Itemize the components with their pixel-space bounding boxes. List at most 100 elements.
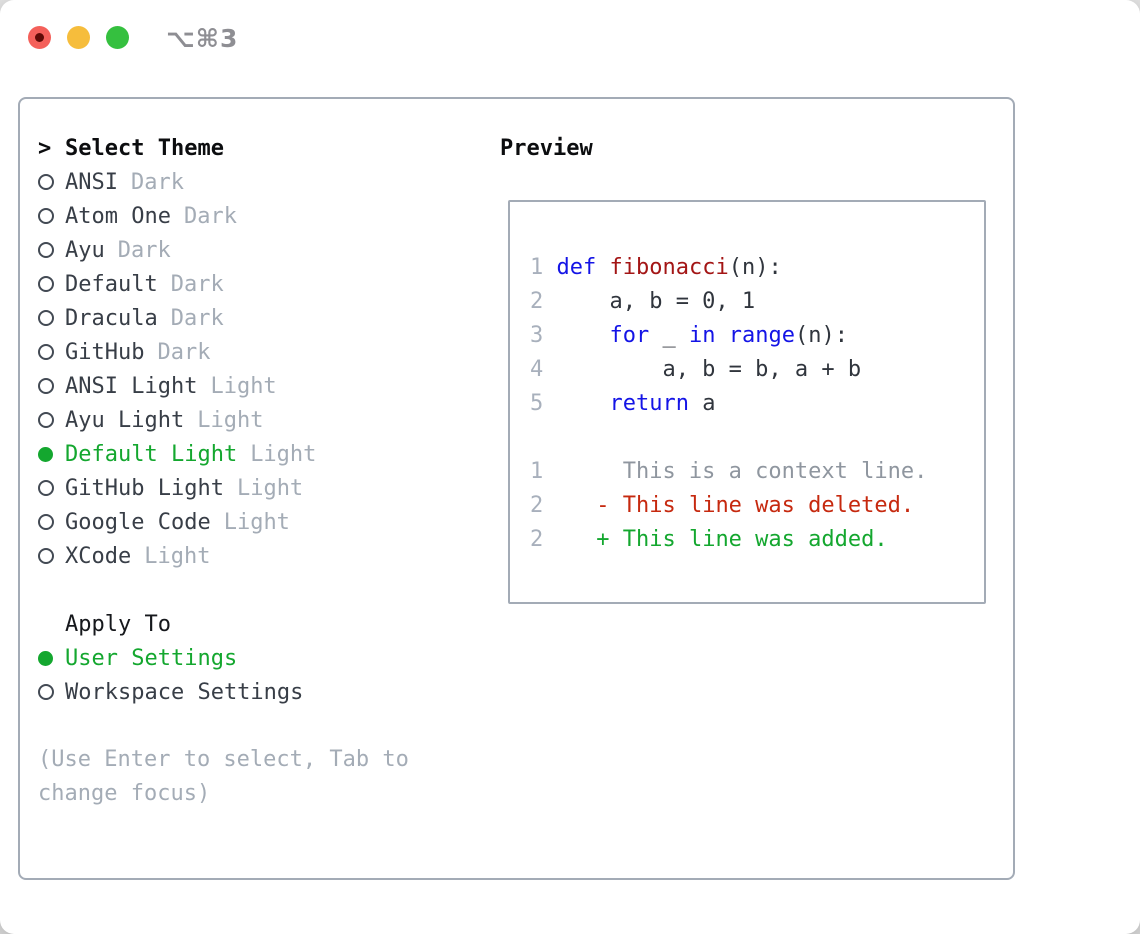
theme-name: GitHub	[65, 339, 145, 365]
code-token: a, b = b, a + b	[556, 357, 862, 382]
code-line: 5 return a	[530, 387, 984, 421]
code-token: This is a context line.	[556, 459, 928, 484]
radio-unselected-icon	[38, 208, 65, 224]
code-token	[556, 527, 596, 552]
line-number: 2	[530, 527, 544, 552]
line-number: 5	[530, 391, 544, 416]
code-token	[715, 323, 728, 348]
theme-name: GitHub Light	[65, 475, 224, 501]
theme-variant: Dark	[183, 203, 237, 229]
theme-option-xcode[interactable]: XCode Light	[38, 539, 488, 573]
theme-option-google-code[interactable]: Google Code Light	[38, 505, 488, 539]
code-token: - This line was deleted.	[596, 493, 915, 518]
theme-option-default-light[interactable]: Default Light Light	[38, 437, 488, 471]
theme-name: Dracula	[65, 305, 158, 331]
select-theme-header: > Select Theme	[38, 131, 488, 165]
apply-option-workspace-settings[interactable]: Workspace Settings	[38, 675, 488, 709]
minimize-button[interactable]	[67, 26, 90, 49]
preview-title: Preview	[500, 136, 593, 161]
title-bar: ⌥⌘3	[0, 0, 1140, 76]
code-token: range	[728, 323, 795, 348]
code-line: 2 a, b = 0, 1	[530, 285, 984, 319]
theme-variant: Dark	[130, 169, 184, 195]
theme-option-ayu-light[interactable]: Ayu Light Light	[38, 403, 488, 437]
radio-unselected-icon	[38, 480, 65, 496]
code-token	[556, 391, 609, 416]
code-token: (n):	[794, 323, 848, 348]
zoom-button[interactable]	[106, 26, 129, 49]
theme-option-dracula[interactable]: Dracula Dark	[38, 301, 488, 335]
code-token	[556, 493, 596, 518]
theme-name: Ayu Light	[65, 407, 185, 433]
line-number: 4	[530, 357, 544, 382]
code-line: 4 a, b = b, a + b	[530, 353, 984, 387]
focus-chevron-icon: >	[38, 135, 52, 161]
close-button[interactable]	[28, 26, 51, 49]
code-line: 2 + This line was added.	[530, 523, 984, 557]
radio-unselected-icon	[38, 344, 65, 360]
theme-variant: Dark	[117, 237, 171, 263]
radio-unselected-icon	[38, 276, 65, 292]
apply-option-label: Workspace Settings	[65, 679, 304, 705]
theme-variant: Light	[144, 543, 211, 569]
apply-to-header: Apply To	[38, 607, 488, 641]
line-number: 1	[530, 459, 544, 484]
theme-name: Google Code	[65, 509, 211, 535]
theme-variant: Dark	[157, 339, 211, 365]
radio-unselected-icon	[38, 310, 65, 326]
code-token: a	[688, 391, 716, 416]
radio-selected-icon	[38, 447, 65, 462]
theme-name: Default Light	[65, 441, 238, 467]
theme-name: Atom One	[65, 203, 171, 229]
theme-variant: Dark	[170, 271, 224, 297]
line-number: 2	[530, 289, 544, 314]
theme-option-default[interactable]: Default Dark	[38, 267, 488, 301]
theme-variant: Light	[223, 509, 290, 535]
code-token: for	[609, 323, 650, 348]
radio-unselected-icon	[38, 378, 65, 394]
code-line: 1 This is a context line.	[530, 455, 984, 489]
theme-variant: Light	[197, 407, 264, 433]
radio-unselected-icon	[38, 514, 65, 530]
radio-selected-icon	[38, 651, 65, 666]
window-title: ⌥⌘3	[166, 24, 239, 53]
apply-option-label: User Settings	[65, 645, 238, 671]
code-line: 3 for _ in range(n):	[530, 319, 984, 353]
theme-variant: Light	[236, 475, 304, 501]
radio-unselected-icon	[38, 242, 65, 258]
spacer	[38, 573, 488, 607]
code-token	[596, 255, 609, 280]
code-token: fibonacci	[609, 255, 729, 280]
line-number: 3	[530, 323, 544, 348]
apply-to-header-label: Apply To	[65, 611, 171, 637]
theme-option-ansi-light[interactable]: ANSI Light Light	[38, 369, 488, 403]
theme-option-github-light[interactable]: GitHub Light Light	[38, 471, 488, 505]
theme-name: ANSI	[65, 169, 118, 195]
theme-name: XCode	[65, 543, 132, 569]
code-line	[530, 421, 984, 455]
code-token: _	[649, 323, 689, 348]
theme-variant: Dark	[170, 305, 224, 331]
radio-unselected-icon	[38, 684, 65, 700]
theme-option-github[interactable]: GitHub Dark	[38, 335, 488, 369]
theme-option-atom-one[interactable]: Atom One Dark	[38, 199, 488, 233]
theme-name: ANSI Light	[65, 373, 198, 399]
theme-name: Default	[65, 271, 158, 297]
code-token: return	[609, 391, 689, 416]
code-token: (n):	[728, 255, 782, 280]
theme-variant: Light	[250, 441, 317, 467]
code-token: + This line was added.	[596, 527, 888, 552]
apply-option-user-settings[interactable]: User Settings	[38, 641, 488, 675]
theme-variant: Light	[210, 373, 277, 399]
line-number: 2	[530, 493, 544, 518]
code-token: in	[688, 323, 716, 348]
theme-option-ansi[interactable]: ANSI Dark	[38, 165, 488, 199]
